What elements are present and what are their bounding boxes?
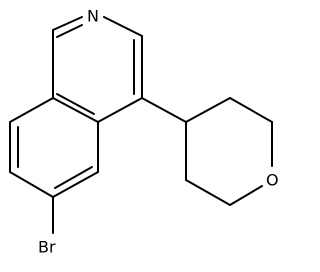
bond-c8a-c8 — [9, 97, 54, 123]
bond-c4a-c8a — [52, 97, 99, 123]
bond-oxane-c4-c3 — [185, 97, 231, 123]
bond-n2-c3 — [103, 16, 143, 37]
bond-oxane-c3-c2 — [229, 97, 273, 123]
molecule-drawing: N O Br — [9, 7, 279, 257]
bond-oxane-c6-c5 — [185, 179, 231, 206]
bond-c6-c5 — [52, 171, 99, 198]
bond-c6-c5-inner — [54, 166, 93, 189]
bond-set-isoquinoline — [9, 16, 143, 234]
atom-label-nitrogen: N — [87, 7, 99, 26]
bond-set-oxane — [141, 97, 273, 206]
atom-label-bromine: Br — [38, 238, 56, 257]
bond-c4-oxane — [141, 97, 187, 123]
bond-oxane-o-c6 — [229, 185, 263, 206]
structure-diagram: N O Br — [9, 6, 279, 257]
bond-c7-c6 — [9, 171, 54, 198]
bond-c4a-c8a-inner — [56, 93, 95, 115]
bond-c1-n2 — [52, 16, 83, 31]
bond-c1-n2-inner — [56, 24, 83, 38]
bond-c4-c4a — [97, 97, 143, 123]
atom-label-oxygen: O — [266, 171, 279, 190]
